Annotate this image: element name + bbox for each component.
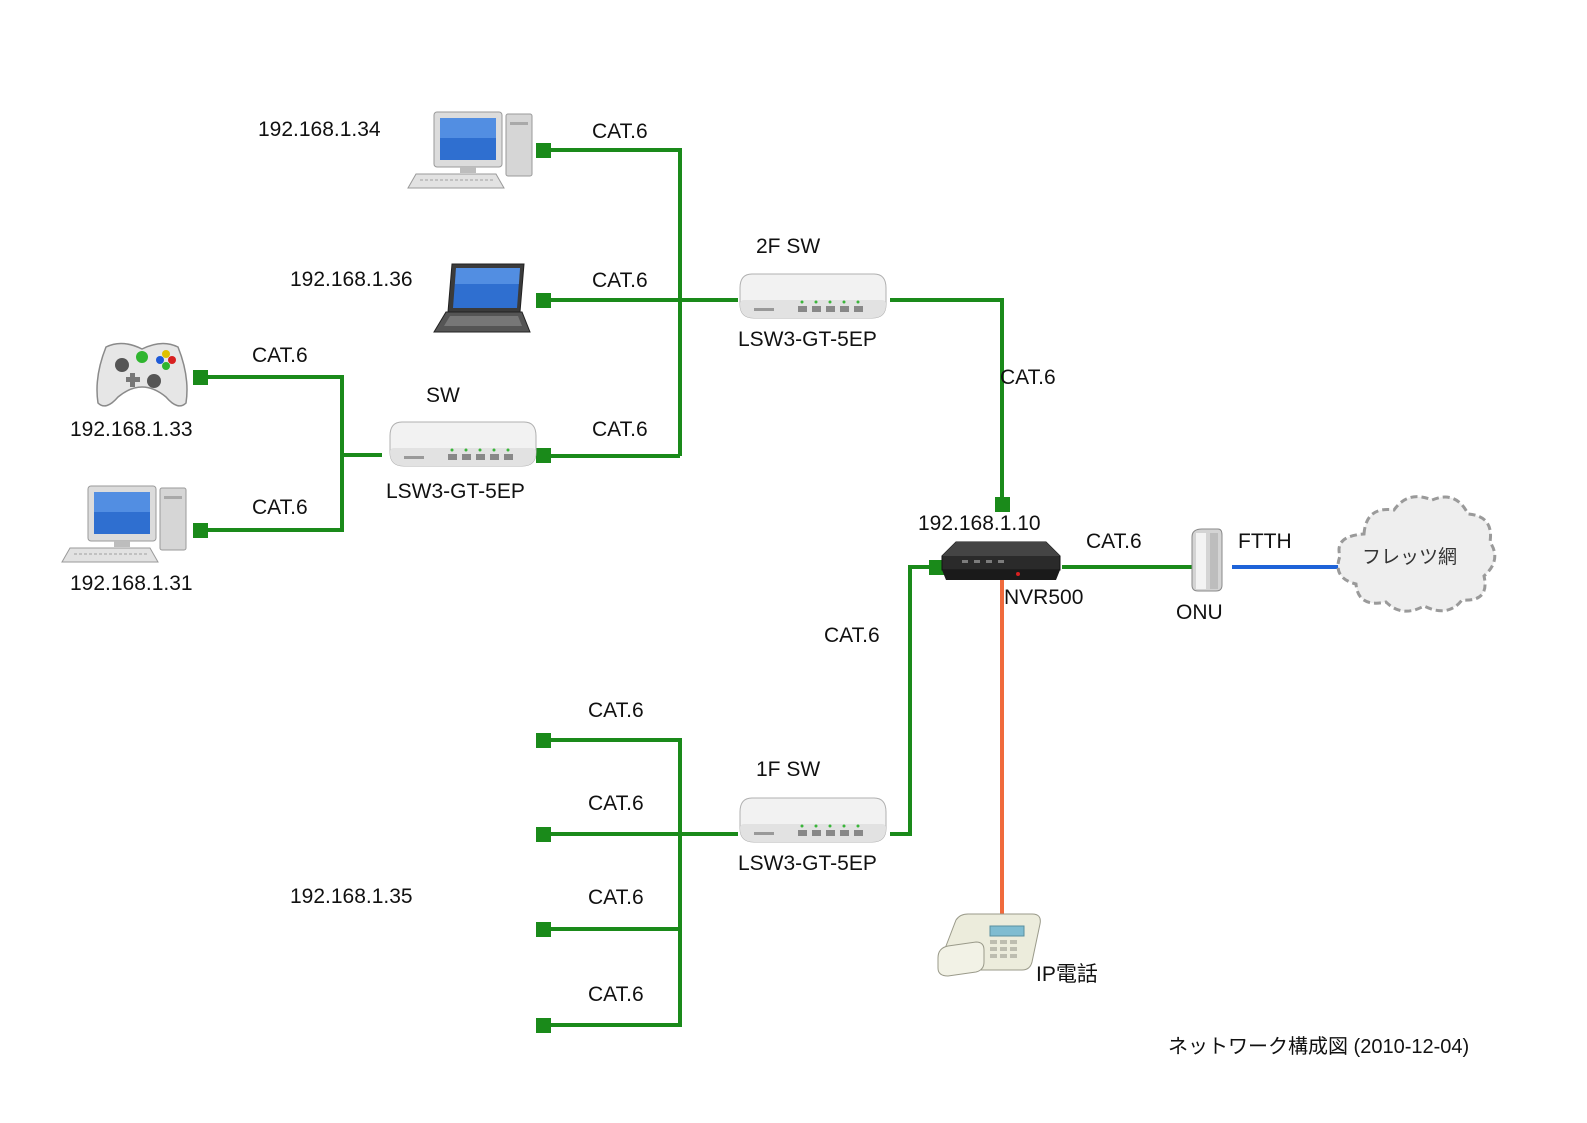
cable-label: CAT.6 bbox=[592, 269, 648, 292]
cable-label: CAT.6 bbox=[588, 792, 644, 815]
router-ip: 192.168.1.10 bbox=[918, 512, 1041, 535]
laptop-icon bbox=[433, 263, 531, 333]
ip-label-laptop35: 192.168.1.35 bbox=[290, 885, 413, 908]
switch-room-title: SW bbox=[426, 384, 460, 407]
port-1f-2 bbox=[536, 827, 551, 842]
port-1f-4 bbox=[536, 1018, 551, 1033]
fiber-label: FTTH bbox=[1238, 530, 1292, 553]
lan-ports bbox=[193, 143, 1010, 1033]
port-laptop36 bbox=[536, 293, 551, 308]
ip-label-pc34: 192.168.1.34 bbox=[258, 118, 381, 141]
game-controller-icon bbox=[96, 342, 188, 407]
cable-label: CAT.6 bbox=[824, 624, 880, 647]
cable-router-1fsw bbox=[890, 565, 936, 836]
cable-1f-bus bbox=[542, 738, 682, 1027]
router-icon bbox=[941, 541, 1061, 580]
port-pc31 bbox=[193, 523, 208, 538]
cloud-icon bbox=[1336, 495, 1497, 613]
port-router-uplink bbox=[995, 497, 1010, 512]
onu-label: ONU bbox=[1176, 601, 1223, 624]
cable-label: CAT.6 bbox=[1000, 366, 1056, 389]
port-laptop35 bbox=[536, 922, 551, 937]
cable-label: CAT.6 bbox=[588, 983, 644, 1006]
cable-label: CAT.6 bbox=[252, 496, 308, 519]
port-swroom-uplink bbox=[536, 448, 551, 463]
onu-icon bbox=[1191, 528, 1223, 592]
cable-pc34-2fsw bbox=[536, 148, 682, 456]
port-1f-1 bbox=[536, 733, 551, 748]
switch-2f-title: 2F SW bbox=[756, 235, 821, 258]
ip-label-laptop36: 192.168.1.36 bbox=[290, 268, 413, 291]
ip-phone-icon bbox=[937, 913, 1041, 977]
cloud-label: フレッツ網 bbox=[1362, 547, 1458, 568]
cable-label: CAT.6 bbox=[588, 699, 644, 722]
switch-icon bbox=[389, 421, 537, 467]
desktop-pc-icon bbox=[61, 485, 187, 563]
lan-cables bbox=[198, 148, 1192, 1027]
port-console33 bbox=[193, 370, 208, 385]
ip-label-pc31: 192.168.1.31 bbox=[70, 572, 193, 595]
port-router-lan bbox=[929, 560, 944, 575]
switch-icon bbox=[739, 797, 887, 843]
cable-label: CAT.6 bbox=[252, 344, 308, 367]
switch-room-model: LSW3-GT-5EP bbox=[386, 480, 525, 503]
switch-1f-model: LSW3-GT-5EP bbox=[738, 852, 877, 875]
ip-phone-label: IP電話 bbox=[1036, 963, 1098, 986]
cable-label: CAT.6 bbox=[588, 886, 644, 909]
switch-2f-model: LSW3-GT-5EP bbox=[738, 328, 877, 351]
cable-label: CAT.6 bbox=[592, 120, 648, 143]
ip-label-console33: 192.168.1.33 bbox=[70, 418, 193, 441]
switch-icon bbox=[739, 273, 887, 319]
desktop-pc-icon bbox=[407, 111, 533, 189]
cable-label: CAT.6 bbox=[1086, 530, 1142, 553]
diagram-caption: ネットワーク構成図 (2010-12-04) bbox=[1168, 1036, 1470, 1058]
router-model: NVR500 bbox=[1004, 586, 1084, 609]
cable-2fsw-router bbox=[890, 298, 1004, 502]
cable-label: CAT.6 bbox=[592, 418, 648, 441]
switch-1f-title: 1F SW bbox=[756, 758, 821, 781]
port-pc34 bbox=[536, 143, 551, 158]
